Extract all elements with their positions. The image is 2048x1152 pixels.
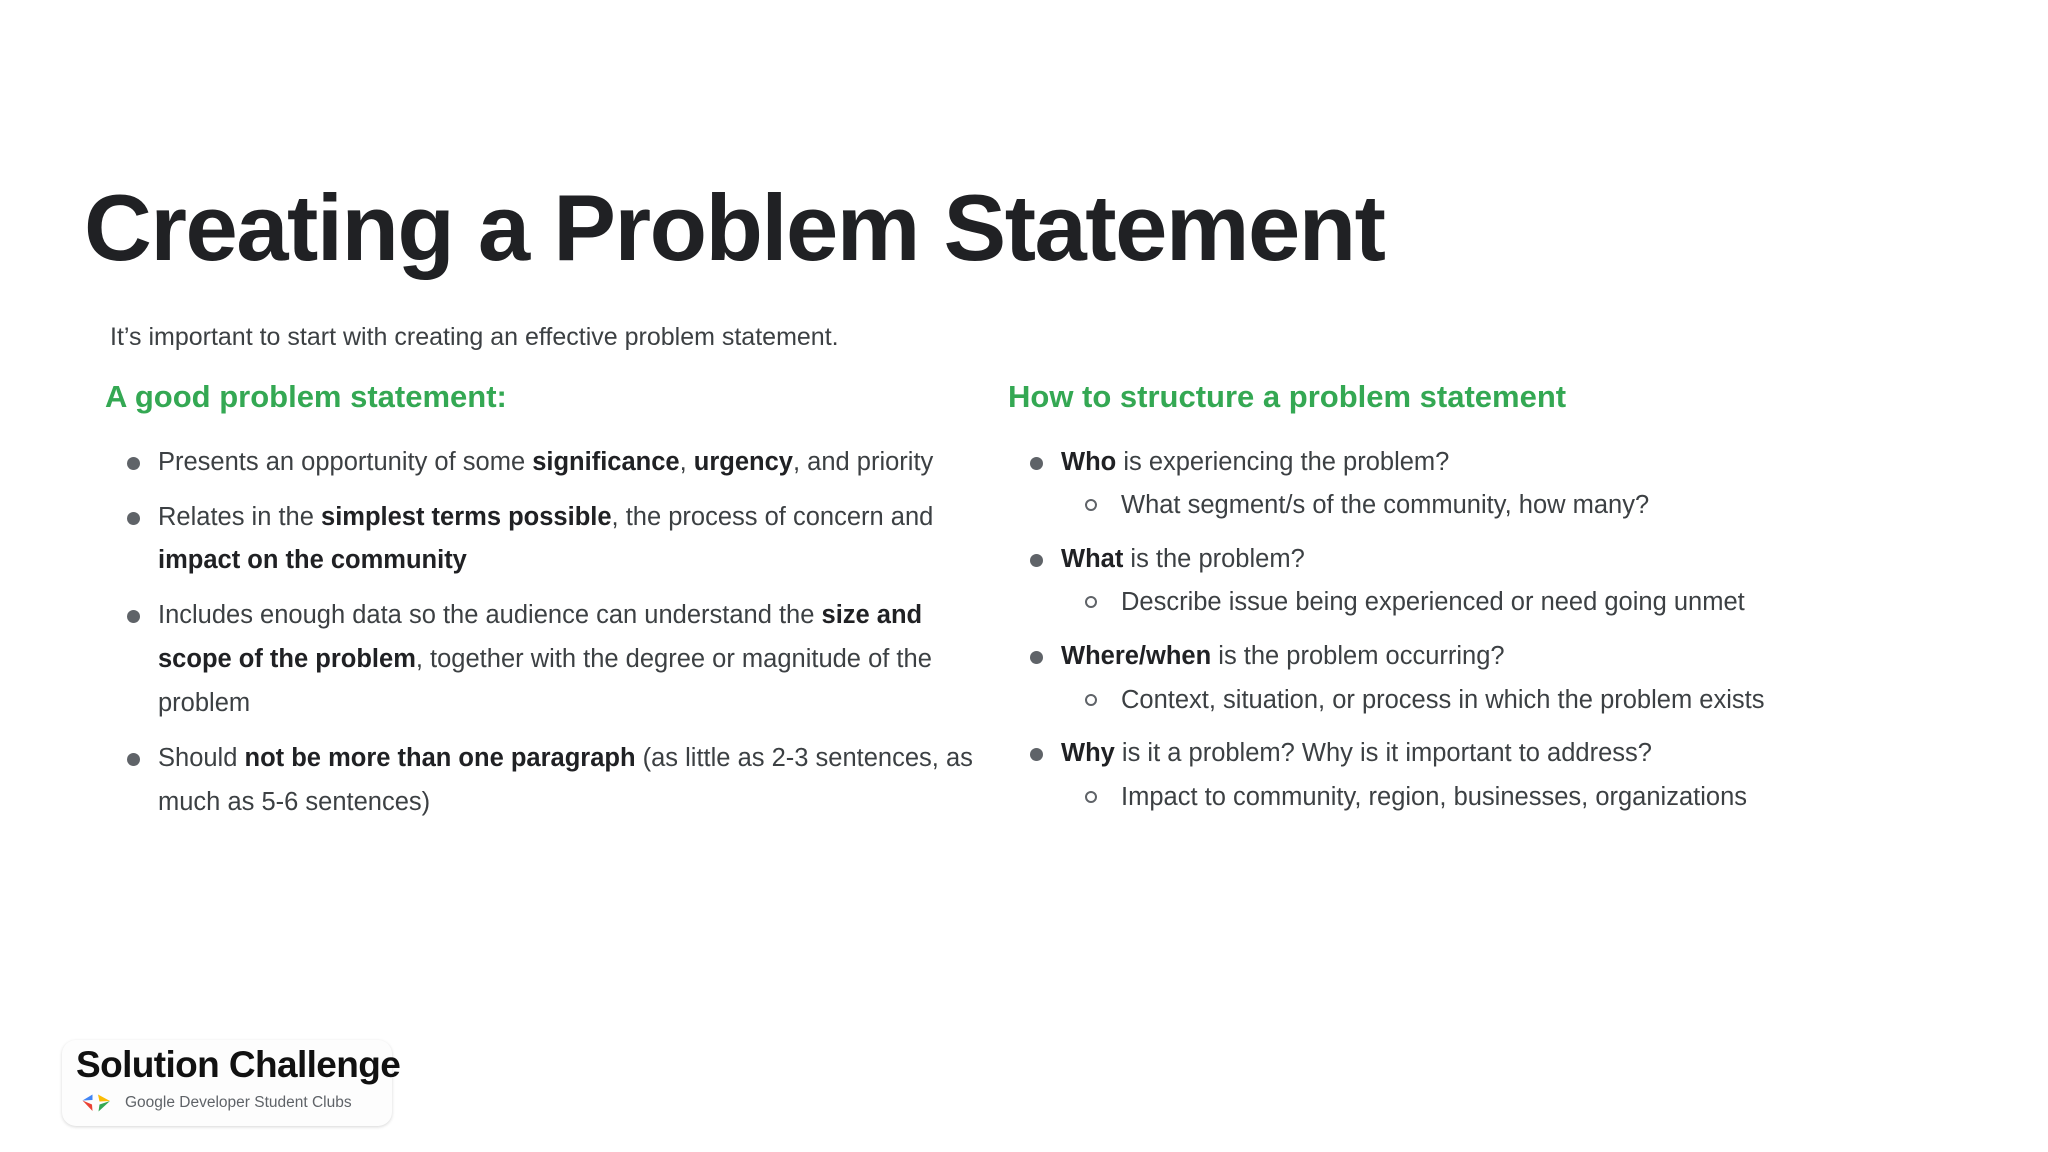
sub-bullet-text: Describe issue being experienced or need… xyxy=(1121,588,1745,617)
slide-subtitle: It’s important to start with creating an… xyxy=(110,323,839,351)
sub-bullet-text: What segment/s of the community, how man… xyxy=(1121,491,1650,520)
bullet-dot-icon xyxy=(127,456,140,470)
bullet-text: , the process of concern and xyxy=(611,502,934,531)
bullet-dot-icon xyxy=(127,610,140,624)
sub-list-item: Context, situation, or process in which … xyxy=(1008,679,2018,723)
bullet-text: is it a problem? Why is it important to … xyxy=(1114,739,1652,768)
bullet-circle-icon xyxy=(1085,693,1097,706)
right-column-heading: How to structure a problem statement xyxy=(1008,379,1567,414)
bullet-dot-icon xyxy=(127,511,140,525)
list-item: Presents an opportunity of some signific… xyxy=(105,441,995,485)
gdsc-solution-challenge-logo: Solution Challenge Google Developer Stud… xyxy=(62,1040,401,1126)
sub-bullet-list: Describe issue being experienced or need… xyxy=(1008,581,2018,625)
sub-bullet-text: Context, situation, or process in which … xyxy=(1121,685,1765,714)
content-columns: A good problem statement: Presents an op… xyxy=(0,378,2048,998)
bullet-text: , and priority xyxy=(792,447,934,476)
bullet-emphasis: size and scope of the problem xyxy=(158,601,923,674)
right-column: How to structure a problem statement Who… xyxy=(1008,378,2018,830)
bullet-text: is experiencing the problem? xyxy=(1116,447,1450,476)
bullet-emphasis: not be more than one paragraph xyxy=(244,743,636,772)
sub-bullet-text: Impact to community, region, businesses,… xyxy=(1121,782,1747,811)
bullet-emphasis: significance xyxy=(532,447,680,476)
bullet-emphasis: Why xyxy=(1061,739,1115,768)
sub-list-item: Impact to community, region, businesses,… xyxy=(1008,776,2018,820)
logo-subtitle: Google Developer Student Clubs xyxy=(125,1093,352,1111)
bullet-text: , xyxy=(679,447,694,476)
left-column-heading: A good problem statement: xyxy=(105,379,507,414)
logo-subtitle-row: Google Developer Student Clubs xyxy=(76,1092,352,1114)
bullet-dot-icon xyxy=(1030,651,1043,665)
left-column: A good problem statement: Presents an op… xyxy=(105,378,995,836)
bullet-dot-icon xyxy=(1030,553,1043,567)
bullet-circle-icon xyxy=(1085,790,1097,803)
bullet-circle-icon xyxy=(1085,499,1097,512)
bullet-text: Should xyxy=(158,743,245,772)
sub-bullet-list: Context, situation, or process in which … xyxy=(1008,679,2018,723)
bullet-emphasis: What xyxy=(1061,544,1124,573)
bullet-emphasis: Who xyxy=(1061,447,1117,476)
bullet-circle-icon xyxy=(1085,596,1097,609)
bullet-text: Includes enough data so the audience can… xyxy=(158,601,822,630)
list-item: Should not be more than one paragraph (a… xyxy=(105,737,995,825)
list-item: Relates in the simplest terms possible, … xyxy=(105,496,995,584)
bullet-text: (as little as 2-3 sentences, as much as … xyxy=(158,743,973,816)
bullet-emphasis: Where/when xyxy=(1061,642,1212,671)
list-item: Who is experiencing the problem? xyxy=(1008,441,2018,484)
list-item: What is the problem? xyxy=(1008,538,2018,581)
sub-list-item: Describe issue being experienced or need… xyxy=(1008,581,2018,625)
how-to-structure-list: Who is experiencing the problem? What seg… xyxy=(1008,441,2018,820)
list-item: Where/when is the problem occurring? xyxy=(1008,635,2018,678)
page-title: Creating a Problem Statement xyxy=(84,174,1386,280)
bullet-dot-icon xyxy=(127,752,140,766)
bullet-text: Presents an opportunity of some xyxy=(158,447,533,476)
bullet-text: , together with the degree or magnitude … xyxy=(158,645,932,718)
bullet-text: is the problem occurring? xyxy=(1211,642,1505,671)
sub-bullet-list: Impact to community, region, businesses,… xyxy=(1008,776,2018,820)
sub-bullet-list: What segment/s of the community, how man… xyxy=(1008,484,2018,528)
list-item: Includes enough data so the audience can… xyxy=(105,594,995,726)
list-item: Why is it a problem? Why is it important… xyxy=(1008,732,2018,775)
gdsc-chevrons-icon xyxy=(76,1092,116,1114)
logo-title: Solution Challenge xyxy=(76,1044,401,1085)
bullet-emphasis: impact on the community xyxy=(158,546,467,575)
sub-list-item: What segment/s of the community, how man… xyxy=(1008,484,2018,528)
bullet-emphasis: urgency xyxy=(693,447,793,476)
bullet-dot-icon xyxy=(1030,456,1043,470)
bullet-text: Relates in the xyxy=(158,502,322,531)
bullet-dot-icon xyxy=(1030,748,1043,762)
bullet-text: is the problem? xyxy=(1123,544,1305,573)
bullet-emphasis: simplest terms possible xyxy=(321,502,612,531)
logo-plate xyxy=(62,1040,392,1126)
good-problem-statement-list: Presents an opportunity of some signific… xyxy=(105,441,995,825)
